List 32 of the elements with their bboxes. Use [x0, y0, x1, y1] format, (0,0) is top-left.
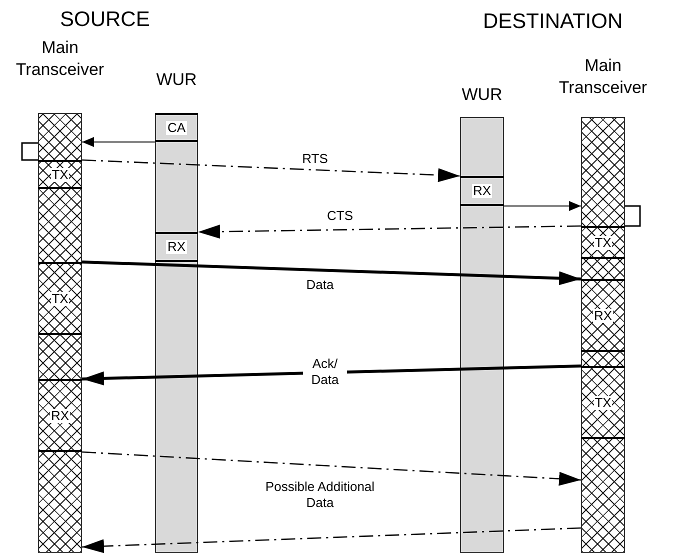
side-title: SOURCE	[60, 8, 150, 32]
time-slot	[155, 232, 198, 262]
slot-label: RX	[166, 240, 187, 254]
message-arrow	[82, 451, 582, 486]
time-slot	[460, 176, 504, 206]
time-slot	[38, 160, 82, 189]
side-title: DESTINATION	[483, 10, 623, 34]
time-slot	[155, 113, 198, 142]
time-slot	[581, 366, 625, 439]
message-arrow	[82, 364, 582, 386]
slot-label: TX	[50, 168, 70, 182]
slot-label: RX	[50, 408, 70, 422]
time-slot	[581, 279, 625, 352]
slot-label: CA	[166, 120, 187, 134]
column-heading: WUR	[460, 84, 504, 106]
column-heading: Main Transceiver	[14, 37, 106, 81]
time-slot	[38, 379, 82, 452]
slot-label: RX	[472, 184, 492, 198]
message-arrow	[504, 201, 582, 211]
time-slot	[581, 226, 625, 259]
message-arrow	[82, 527, 582, 553]
column-heading: WUR	[155, 69, 198, 91]
message-arrow	[82, 137, 156, 147]
slot-label: TX	[594, 396, 612, 410]
slot-label: TX	[594, 236, 612, 250]
slot-label: RX	[592, 308, 614, 322]
message-arrow	[82, 159, 460, 182]
message-arrow	[82, 260, 582, 286]
message-arrow	[198, 224, 582, 239]
column-heading: Main Transceiver	[558, 55, 648, 99]
slot-label: TX	[50, 292, 70, 306]
time-slot	[38, 262, 82, 335]
